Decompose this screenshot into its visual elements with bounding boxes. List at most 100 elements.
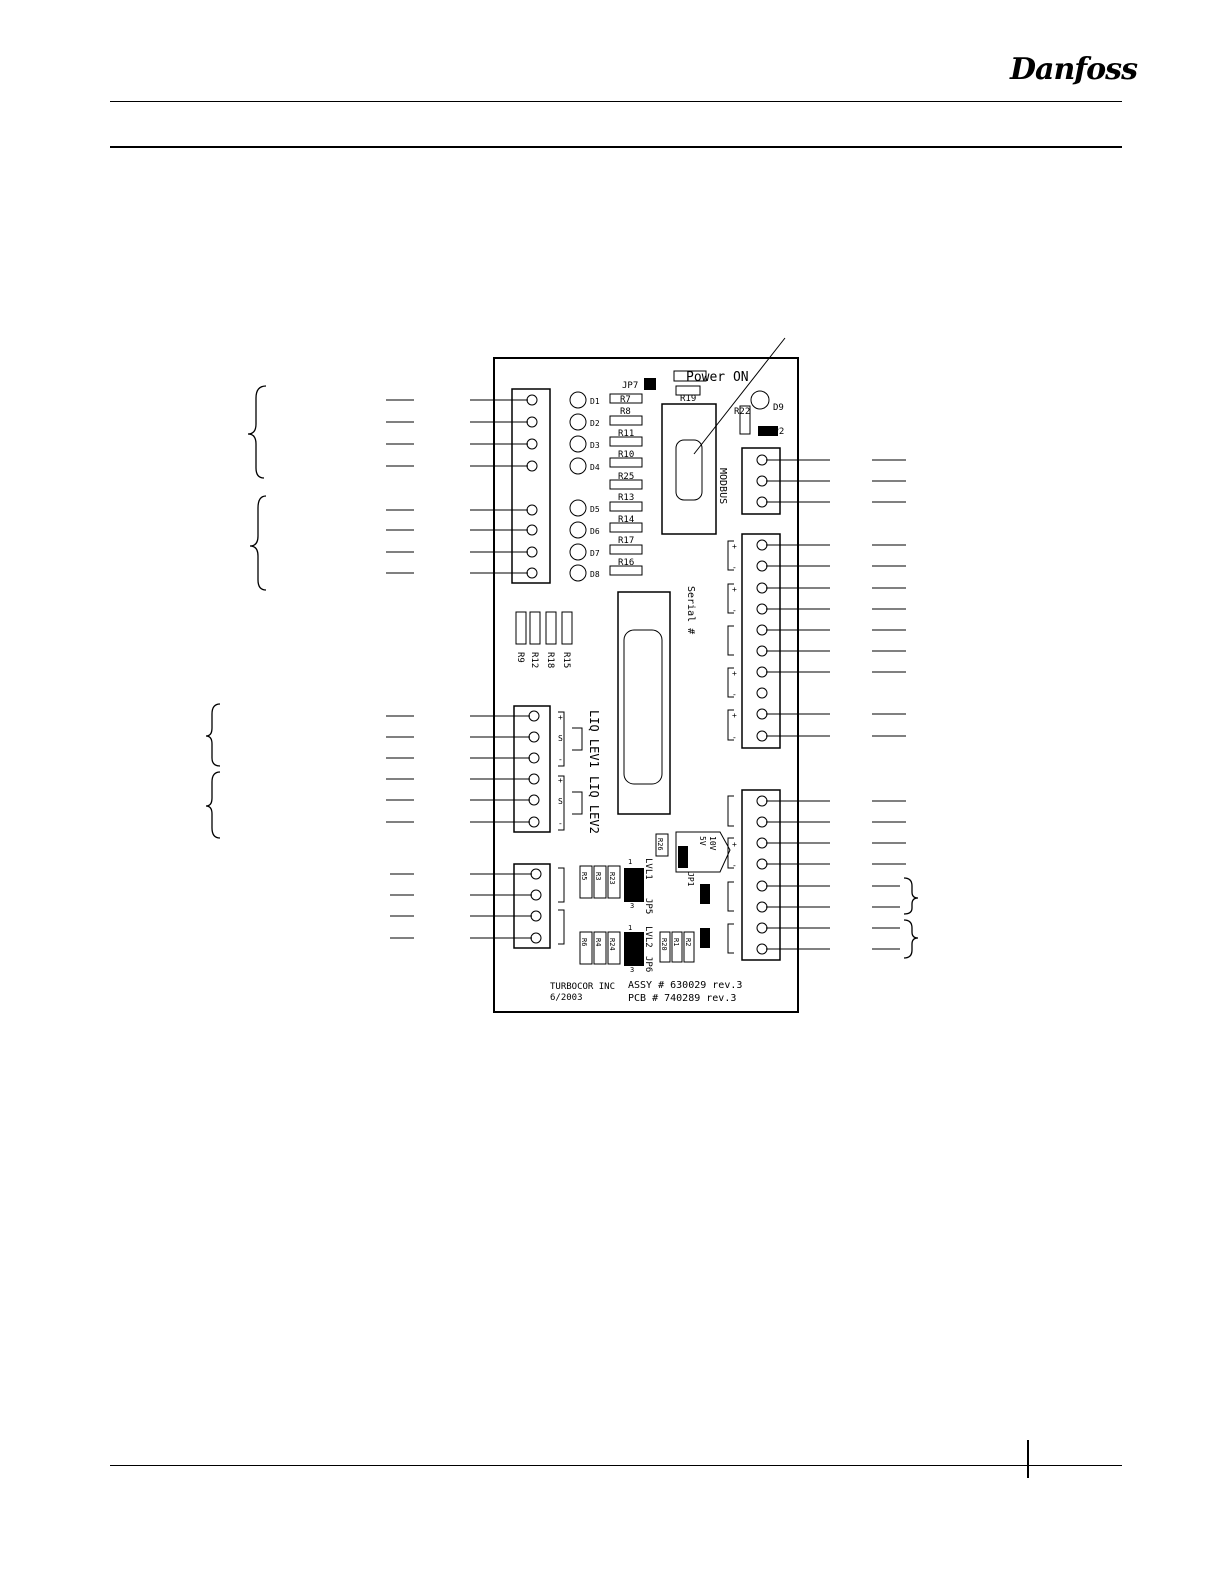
d9-led (750, 390, 770, 410)
curly-braces (205, 385, 919, 959)
lev2-minus: - (558, 819, 563, 828)
resistor-label-r11: R11 (618, 429, 634, 439)
jumper-mid (700, 884, 710, 904)
led-label-d4: D4 (590, 463, 600, 472)
resistor-label-r15: R15 (561, 652, 571, 668)
led-label-d2: D2 (590, 419, 600, 428)
right-terminal-lower-pins (727, 795, 768, 955)
resistor-bank-lvl1 (579, 833, 695, 965)
r6-label: R6 (580, 938, 588, 946)
jp5-pin1: 1 (628, 858, 632, 866)
power-led-pad (673, 370, 707, 382)
r2-label: R2 (684, 938, 692, 946)
right-modbus-pins (756, 454, 768, 508)
right-terminal-lower (741, 789, 781, 961)
led-column (569, 391, 587, 582)
db25-connector-shell (623, 629, 663, 785)
jp5-jumper-block (624, 868, 644, 902)
vertical-resistors (515, 611, 573, 645)
danfoss-logo: Danfoss (1000, 48, 1138, 92)
r26-label: R26 (656, 838, 664, 851)
r24-label: R24 (608, 938, 616, 951)
lev2-s: S (558, 797, 563, 806)
jp7-label: JP7 (622, 381, 638, 391)
liq-lev-brackets (558, 711, 583, 831)
v5-label: 5V (698, 836, 707, 846)
jp6-jumper-block (624, 932, 644, 966)
maker-label: TURBOCOR INC (550, 982, 615, 992)
right-leader-lines (766, 459, 906, 950)
header-rule-thin (110, 101, 1122, 102)
r19-resistor (675, 385, 701, 396)
resistor-column (609, 393, 643, 576)
jp6-pin1: 1 (628, 924, 632, 932)
resistor-label-r12: R12 (529, 652, 539, 668)
resistor-label-r16: R16 (618, 558, 634, 568)
pcb-label: PCB # 740289 rev.3 (628, 993, 736, 1004)
jp6-pin3: 3 (630, 966, 634, 974)
lev1-plus: + (558, 713, 563, 722)
liq-lev1-label: LIQ LEV1 (587, 710, 601, 768)
ru-plus-5: + (732, 711, 737, 720)
resistor-label-r14: R14 (618, 515, 634, 525)
r19-label: R19 (680, 394, 696, 404)
jp1-label: JP1 (686, 872, 695, 887)
board-outline (493, 357, 799, 1013)
resistor-label-r13: R13 (618, 493, 634, 503)
liq-lev-terminal (513, 705, 551, 833)
r1-label: R1 (672, 938, 680, 946)
left-leader-lines (386, 399, 532, 939)
brand-wordmark: Danfoss (1010, 52, 1138, 87)
lev1-minus: - (558, 755, 563, 764)
jp2-jumper (758, 426, 778, 436)
led-label-d3: D3 (590, 441, 600, 450)
r3-label: R3 (594, 872, 602, 880)
r20-label: R20 (660, 938, 668, 951)
resistor-label-r25: R25 (618, 472, 634, 482)
bottom-left-terminal-pins (530, 867, 565, 945)
lev1-s: S (558, 734, 563, 743)
modbus-connector-shell (675, 439, 703, 501)
lev2-plus: + (558, 776, 563, 785)
r23-label: R23 (608, 872, 616, 885)
db25-connector-frame (617, 591, 671, 815)
v10-label: 10V (708, 836, 717, 851)
left-terminal-upper (511, 388, 551, 584)
footer-page-divider (1027, 1440, 1029, 1478)
jp1-jumper (678, 846, 688, 868)
r22-label: R22 (734, 407, 750, 417)
lvl2-label: LVL2 (643, 926, 653, 948)
led-label-d6: D6 (590, 527, 600, 536)
ru-minus-1: - (732, 563, 737, 572)
lvl1-label: LVL1 (643, 858, 653, 880)
r5-label: R5 (580, 872, 588, 880)
r22-resistor (739, 405, 751, 435)
modbus-label: MODBUS (717, 468, 728, 504)
bottom-left-terminal (513, 863, 551, 949)
resistor-label-r7: R7 (620, 395, 631, 405)
liq-lev2-label: LIQ LEV2 (587, 776, 601, 834)
led-label-d1: D1 (590, 397, 600, 406)
assy-label: ASSY # 630029 rev.3 (628, 980, 742, 991)
ru-minus-4: - (732, 690, 737, 699)
modbus-connector-frame (661, 403, 717, 535)
rl-plus: + (732, 840, 737, 849)
callout-leader (693, 337, 786, 455)
liq-lev-terminal-pins (528, 710, 540, 828)
ru-minus-2: - (732, 606, 737, 615)
resistor-label-r18: R18 (545, 652, 555, 668)
power-on-label: Power ON (686, 370, 749, 385)
right-terminal-upper-pins (727, 539, 768, 742)
jp5-pin3: 3 (630, 902, 634, 910)
ru-minus-5: - (732, 733, 737, 742)
rl-minus: - (732, 861, 737, 870)
led-label-d7: D7 (590, 549, 600, 558)
resistor-label-r10: R10 (618, 450, 634, 460)
resistor-label-r9: R9 (515, 652, 525, 663)
ru-plus-2: + (732, 585, 737, 594)
ru-plus-4: + (732, 669, 737, 678)
jp1-outline (675, 831, 731, 873)
serial-label: Serial # (685, 586, 696, 634)
date-label: 6/2003 (550, 993, 583, 1003)
